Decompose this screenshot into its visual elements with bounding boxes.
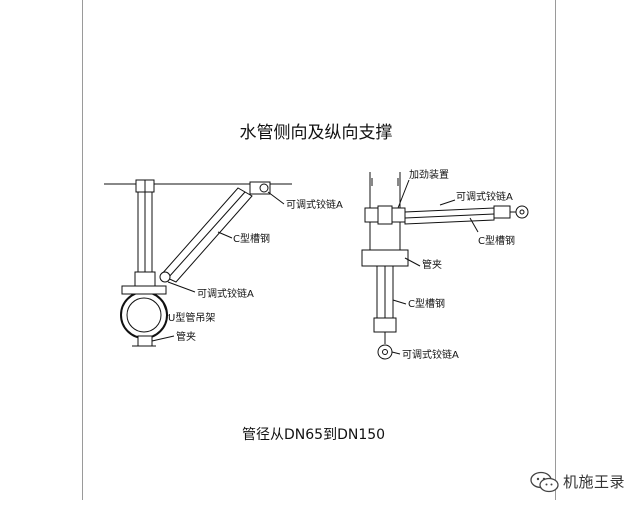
right-side-hinge <box>493 205 511 219</box>
right-view <box>361 172 529 360</box>
right-label-channel-side: C型槽钢 <box>478 234 515 247</box>
right-label-stiffener: 加劲装置 <box>409 168 449 181</box>
clamp-bottom <box>137 335 153 347</box>
left-label-hinge-bottom: 可调式铰链A <box>197 287 254 300</box>
left-view <box>104 179 292 347</box>
wechat-icon <box>530 471 559 493</box>
left-label-u-hanger: U型管吊架 <box>168 311 215 324</box>
drawing-title: 水管侧向及纵向支撑 <box>240 123 393 143</box>
watermark-text: 机施王录 <box>563 473 626 491</box>
clamp-top <box>121 285 167 295</box>
hanger-clevis <box>134 271 156 287</box>
frame-right-border <box>555 0 556 500</box>
left-label-channel: C型槽钢 <box>233 232 270 245</box>
left-label-clamp: 管夹 <box>176 330 196 343</box>
right-label-clamp: 管夹 <box>422 258 442 271</box>
right-label-hinge-top: 可调式铰链A <box>456 190 513 203</box>
frame-left-border <box>82 0 83 500</box>
drawing-caption: 管径从DN65到DN150 <box>242 427 385 443</box>
bottom-hinge <box>159 271 171 283</box>
pipe-section <box>126 297 162 333</box>
right-bottom-hinge <box>377 344 393 360</box>
right-label-hinge-bottom: 可调式铰链A <box>402 348 459 361</box>
pipe-clamp <box>361 249 409 267</box>
left-label-hinge-top: 可调式铰链A <box>286 198 343 211</box>
right-label-channel-vertical: C型槽钢 <box>408 297 445 310</box>
